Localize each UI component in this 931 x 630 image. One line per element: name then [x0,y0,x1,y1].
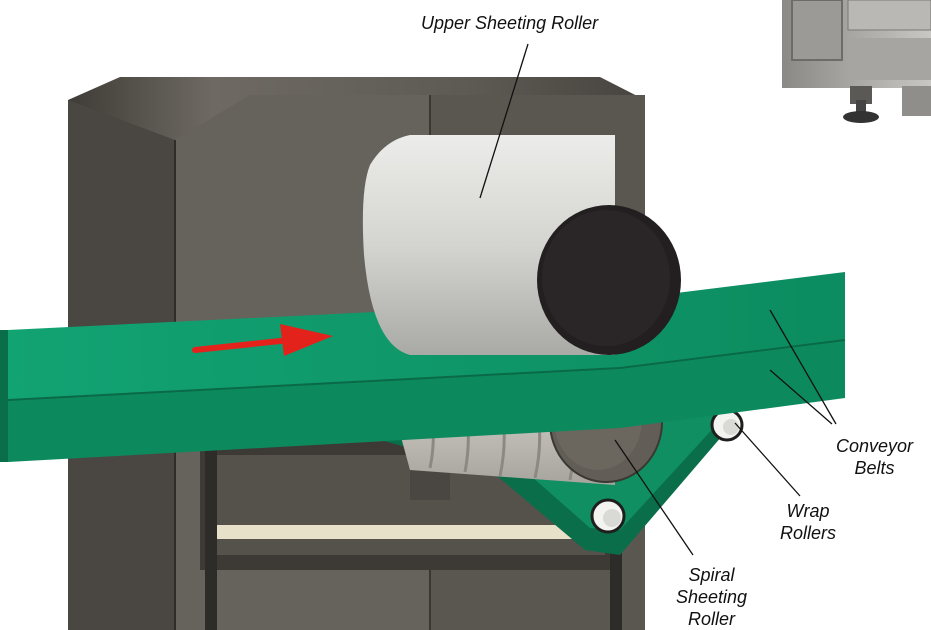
label-wrap-rollers-line-2: Rollers [780,523,837,543]
leader-upper-roller [479,43,529,199]
label-wrap-rollers: Wrap Rollers [780,500,836,544]
label-spiral-sheeting-roller: Spiral Sheeting Roller [676,564,747,630]
corner-machine-fragment [782,0,931,123]
upper-sheeting-roller [362,135,681,355]
label-conveyor-belts: Conveyor Belts [836,435,913,479]
leader-conveyor-lower [769,369,833,425]
leader-spiral-roller [614,439,694,556]
label-upper-sheeting-roller: Upper Sheeting Roller [421,12,598,34]
leader-wrap-rollers [734,422,801,497]
label-wrap-rollers-line-1: Wrap [786,501,830,521]
leader-lines [479,43,837,556]
label-spiral-line-3: Roller [688,609,736,629]
label-conveyor-belts-line-2: Belts [854,458,895,478]
label-upper-sheeting-roller-text: Upper Sheeting Roller [421,13,599,33]
wrap-roller-bottom [590,498,626,534]
direction-arrow [192,324,333,356]
leader-conveyor-upper [769,309,837,425]
label-spiral-line-1: Spiral [688,565,735,585]
label-spiral-line-2: Sheeting [676,587,748,607]
label-conveyor-belts-line-1: Conveyor [836,436,914,456]
